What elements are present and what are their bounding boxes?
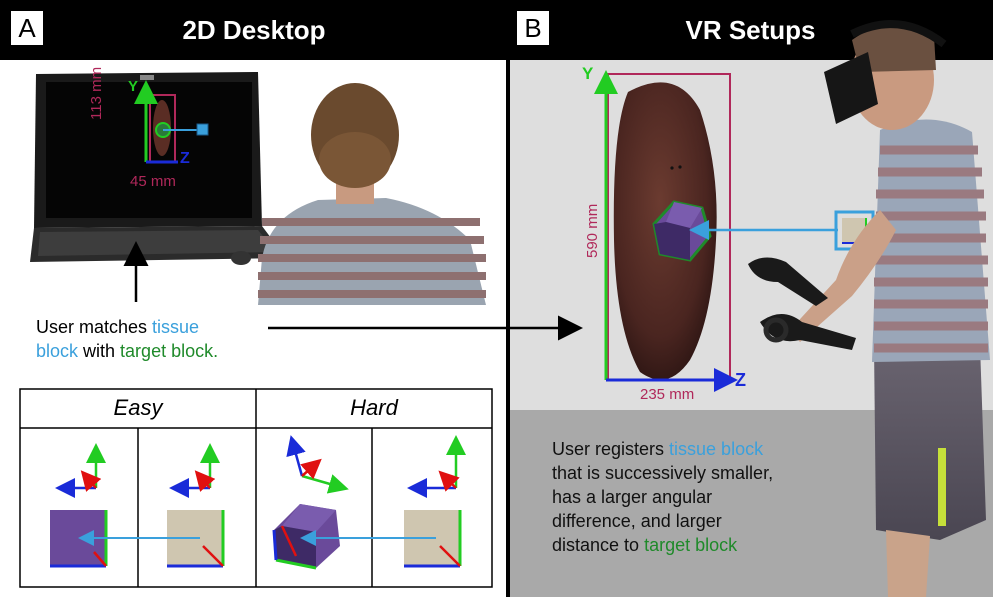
panel-a-caption: User matches tissue block with target bl… (36, 315, 276, 363)
caption-part1: User matches (36, 317, 153, 337)
desc-line1-a: User registers (552, 439, 670, 459)
person-desktop-photo (231, 83, 486, 305)
panel-b-title: VR Setups (685, 14, 816, 45)
caption-period: . (213, 341, 219, 361)
vr-width-dimension: 235 mm (640, 386, 695, 403)
desc-line5-a: distance to (552, 535, 645, 555)
caption-tissue: tissue (152, 317, 200, 337)
table-col-hard: Hard (350, 395, 398, 420)
axes-hard-target (286, 435, 349, 494)
laptop-illustration (30, 72, 286, 262)
laptop-height-dimension: 113 mm (88, 66, 105, 120)
laptop-width-dimension: 45 mm (130, 173, 176, 190)
vr-description: User registers tissue block that is succ… (552, 437, 842, 557)
panel-a-title: 2D Desktop (182, 14, 326, 45)
panel-a-header: 2D Desktop (0, 0, 508, 60)
vr-z-label: Z (735, 370, 746, 390)
person-vr-photo (748, 20, 990, 597)
vr-height-dimension: 590 mm (584, 203, 601, 258)
desc-line4: difference, and larger (552, 511, 722, 531)
desc-line5-b: target block (644, 535, 738, 555)
vr-target-cube (652, 200, 712, 262)
vr-y-label: Y (582, 64, 594, 83)
axes-easy-target (55, 443, 106, 498)
laptop-y-label: Y (128, 78, 139, 95)
caption-with: with (78, 341, 121, 361)
axes-easy-tissue (169, 443, 220, 498)
laptop-z-label: Z (180, 150, 190, 167)
desc-line3: has a larger angular (552, 487, 713, 507)
caption-target: target block (120, 341, 214, 361)
caption-block: block (36, 341, 79, 361)
panel-divider (506, 0, 510, 597)
desc-line2: that is successively smaller, (552, 463, 774, 483)
axes-hard-tissue (407, 435, 466, 498)
desc-line1-b: tissue block (669, 439, 764, 459)
panel-b-letter: B (516, 10, 550, 46)
table-col-easy: Easy (113, 395, 163, 420)
panel-a-letter: A (10, 10, 44, 46)
